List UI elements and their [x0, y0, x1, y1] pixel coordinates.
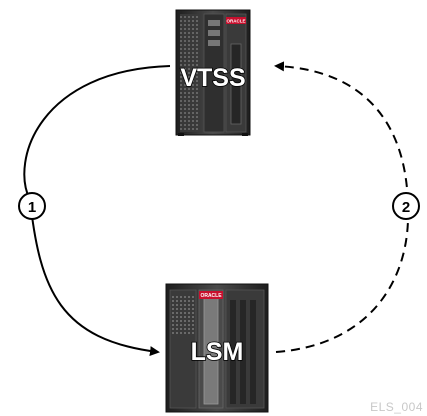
vtss-badge-text: ORACLE — [227, 19, 246, 24]
step-1-connector — [23, 65, 171, 356]
step-1-marker: 1 — [18, 192, 46, 220]
lsm-brand-badge — [199, 291, 223, 299]
figure-id: ELS_004 — [370, 400, 423, 414]
vtss-cabinet: ORACLE — [175, 9, 251, 136]
step-2-label: 2 — [402, 199, 410, 216]
step-1-label: 1 — [28, 199, 36, 216]
lsm-badge-text: ORACLE — [200, 293, 222, 299]
vtss-label: VTSS — [180, 64, 245, 92]
vtss-brand-badge — [226, 17, 246, 24]
lsm-label: LSM — [191, 338, 244, 366]
step-2-marker: 2 — [392, 192, 420, 220]
lsm-cabinet: ORACLE — [165, 283, 269, 413]
step-2-connector — [274, 61, 410, 353]
